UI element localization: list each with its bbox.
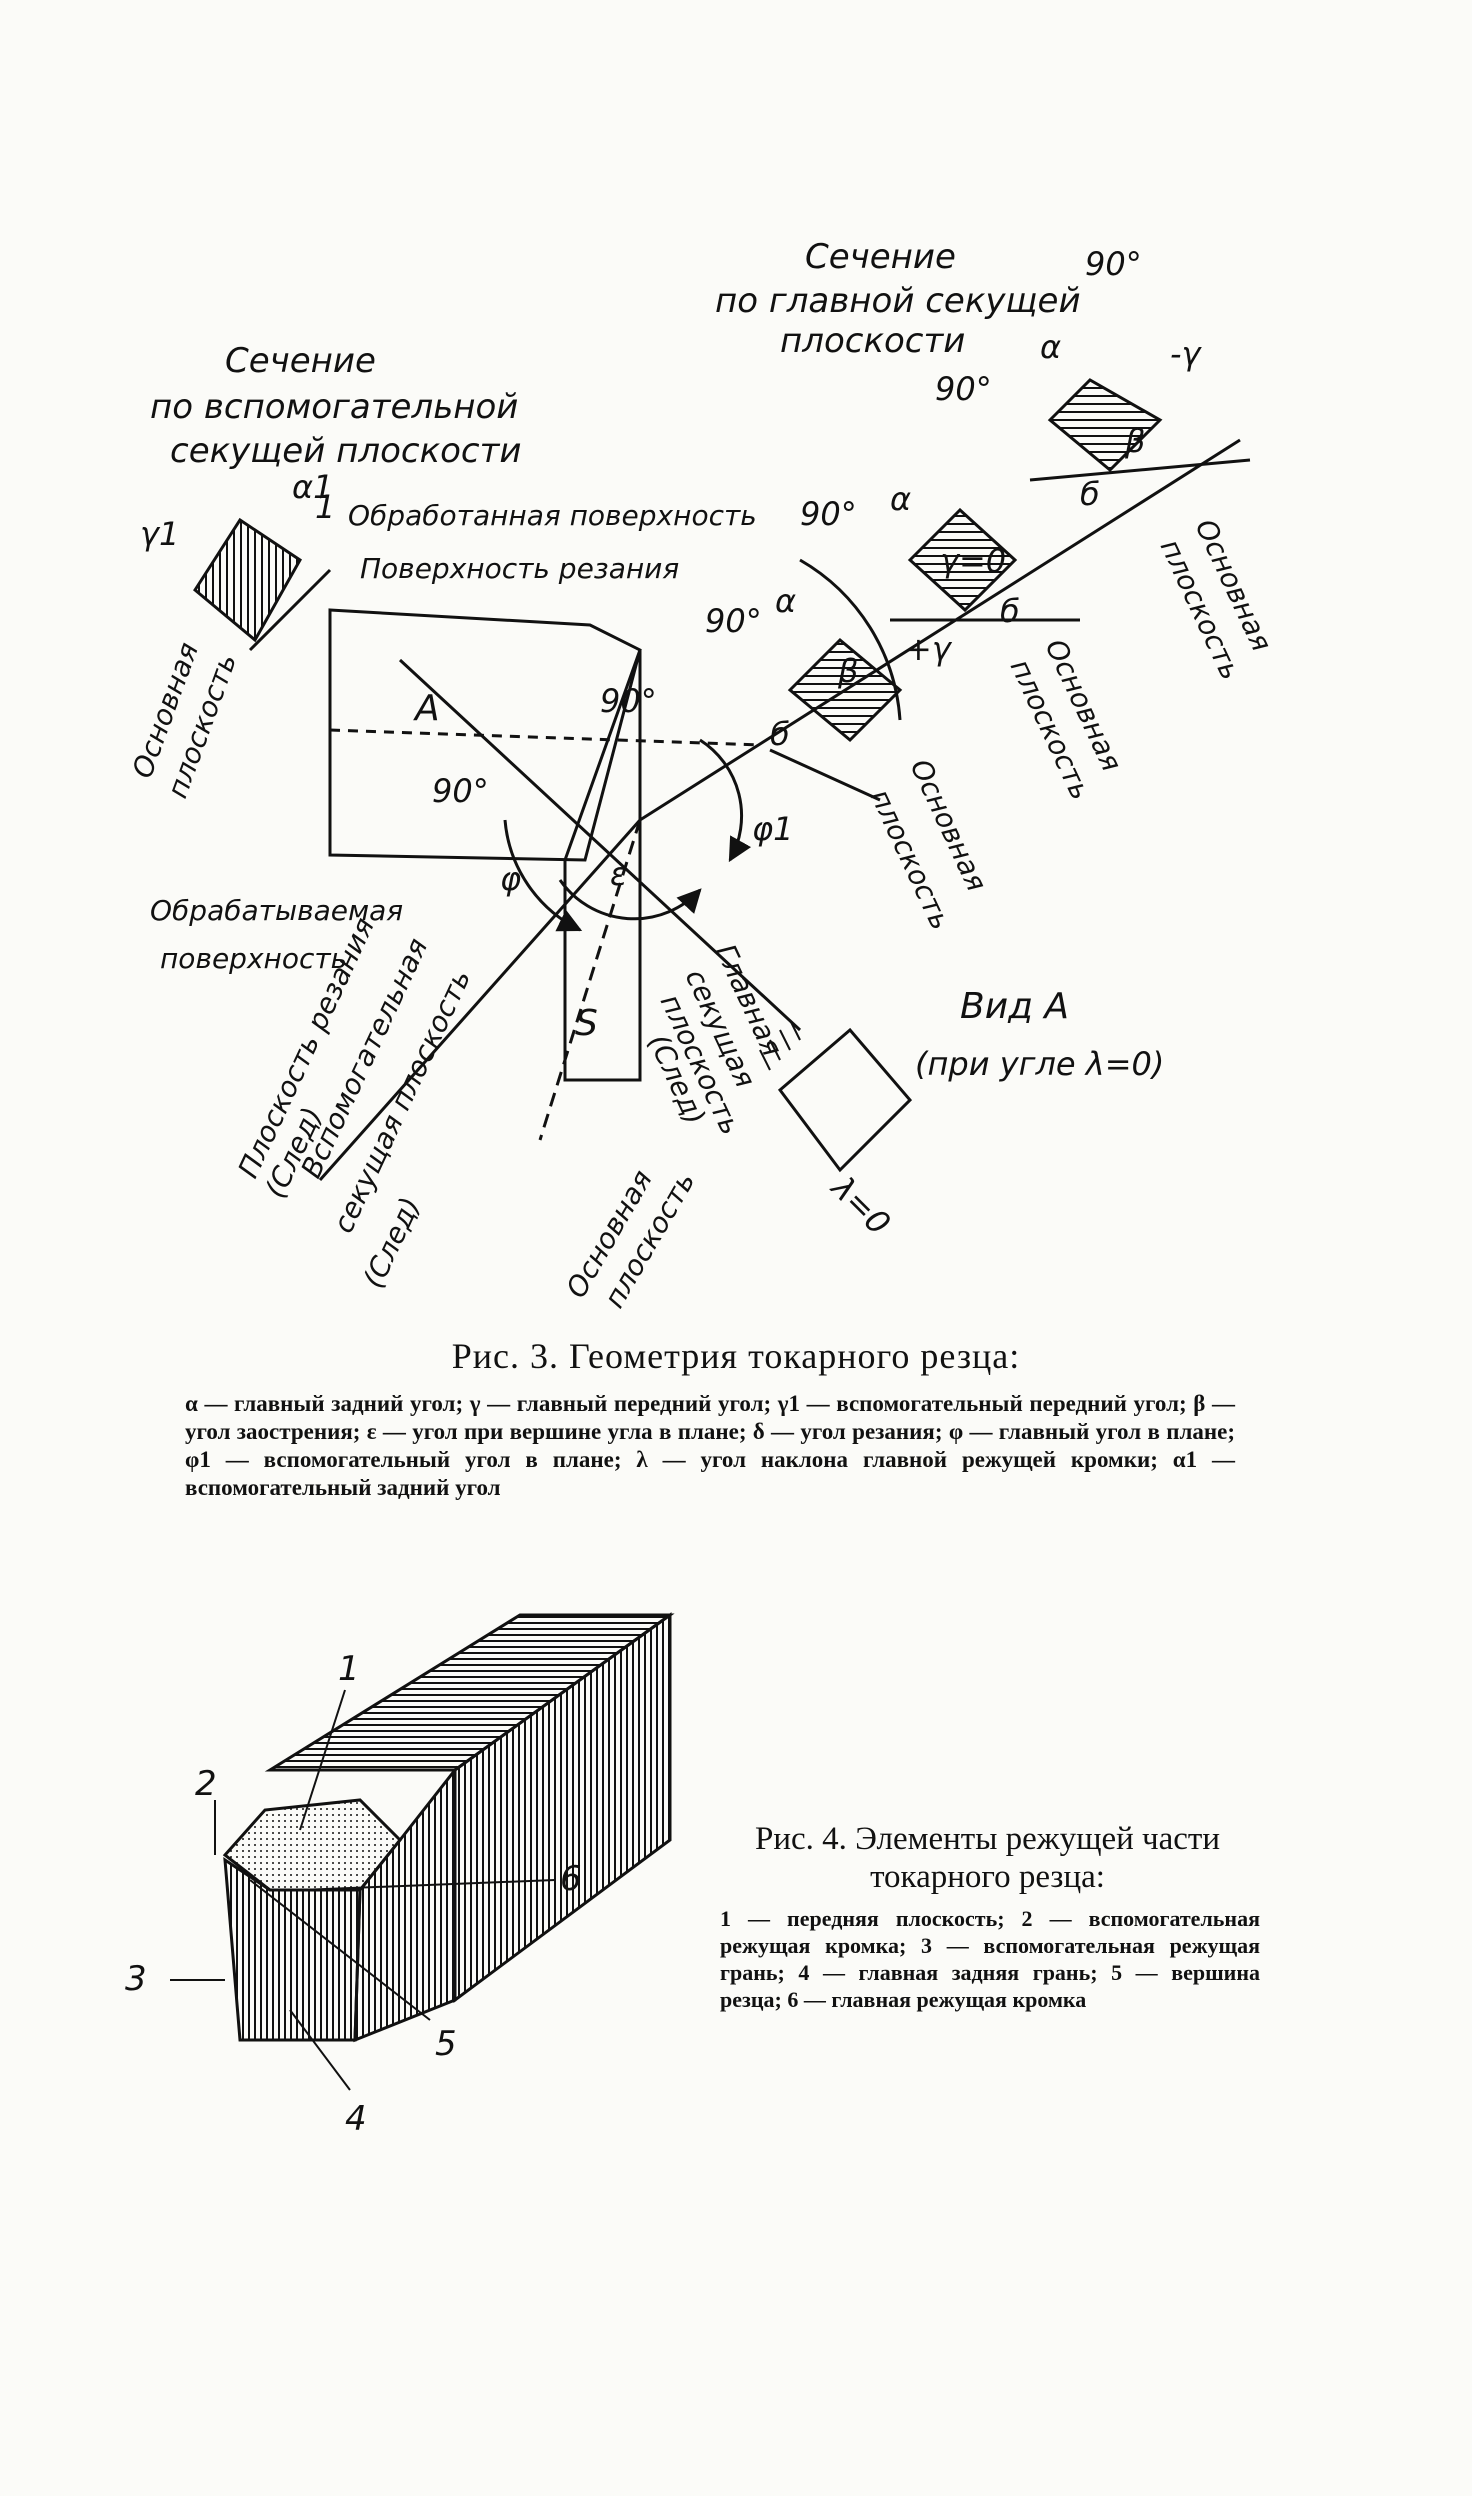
- label-alpha-r1: α: [1040, 328, 1061, 366]
- label-alpha1: α1: [292, 468, 333, 506]
- label-beta-r1: β: [1124, 422, 1145, 460]
- tool-body: [328, 608, 642, 862]
- aux-section-title-1: Сечение: [225, 341, 376, 381]
- figure-3-legend: α — главный задний угол; γ — главный пер…: [185, 1391, 1235, 1500]
- fig4-label-4: 4: [345, 2099, 367, 2139]
- label-machined-surface: Обработанная поверхность: [348, 499, 757, 532]
- label-delta-r2: б: [1000, 592, 1020, 630]
- label-s: S: [575, 1003, 598, 1044]
- figure-3-diagram: Сечение по вспомогательной секущей плоск…: [126, 237, 1279, 1314]
- main-section-zero-gamma: [890, 507, 1080, 622]
- main-secant-axis: [639, 438, 1241, 822]
- label-phi: φ: [500, 860, 521, 898]
- label-plus-gamma: +γ: [905, 630, 953, 668]
- tool-shank: [563, 649, 642, 1082]
- angle-90-r2: 90°: [800, 495, 857, 533]
- main-section-title-1: Сечение: [805, 237, 956, 277]
- main-section-title-3: плоскости: [780, 321, 965, 361]
- label-work-surface-1: Обрабатываемая: [150, 894, 403, 927]
- label-a: A: [413, 688, 440, 729]
- label-minus-gamma: -γ: [1170, 335, 1203, 373]
- label-view-a-2: (при угле λ=0): [915, 1045, 1164, 1083]
- label-alpha-r3: α: [775, 582, 796, 620]
- arc-phi1: [699, 738, 752, 863]
- leader-4: [289, 2009, 351, 2091]
- figure-4-title: Рис. 4. Элементы режущей части токарного…: [754, 1821, 1221, 1895]
- label-delta-r1: б: [1080, 475, 1100, 513]
- base-plane-hatching: [759, 1019, 801, 1071]
- main-secant-plane-trace: [398, 658, 802, 1032]
- arc-phi: [503, 819, 583, 932]
- fig4-label-6: 6: [560, 1859, 582, 1899]
- label-beta-r3: β: [837, 652, 858, 690]
- leader-6: [299, 1879, 556, 1891]
- main-section-positive-gamma: [769, 637, 903, 802]
- angle-90-top: 90°: [1085, 245, 1142, 283]
- label-view-a-1: Вид А: [960, 986, 1069, 1027]
- label-epsilon: ε: [610, 855, 627, 893]
- label-cutting-surface: Поверхность резания: [360, 552, 679, 585]
- label-num-1: 1: [315, 488, 335, 526]
- angle-90-tool: 90°: [600, 682, 657, 720]
- fig4-label-2: 2: [195, 1764, 217, 1804]
- label-gamma1: γ1: [140, 515, 179, 553]
- arc-epsilon: [558, 879, 702, 921]
- angle-90-left: 90°: [432, 772, 489, 810]
- aux-section-title-3: секущей плоскости: [170, 431, 522, 471]
- fig4-label-3: 3: [125, 1959, 147, 1999]
- view-a-box: [777, 1027, 913, 1173]
- angle-90-r1: 90°: [935, 370, 992, 408]
- label-phi1: φ1: [752, 810, 793, 848]
- cutting-plane-trace: [538, 819, 642, 1141]
- main-section-negative-gamma: [1029, 378, 1251, 482]
- figure-3-title: Рис. 3. Геометрия токарного резца:: [451, 1336, 1021, 1376]
- figure-4-legend: 1 — передняя плоскость; 2 — вспомогатель…: [720, 1906, 1260, 2012]
- fig4-label-5: 5: [435, 2024, 457, 2064]
- side-flank: [353, 1765, 457, 2043]
- label-alpha-r2: α: [890, 480, 911, 518]
- leader-1: [299, 1689, 346, 1831]
- angle-90-r3: 90°: [705, 602, 762, 640]
- label-work-surface-2: поверхность: [160, 942, 347, 975]
- aux-section-title-2: по вспомогательной: [150, 387, 518, 427]
- leader-5: [249, 1879, 431, 2021]
- label-gamma-zero: γ=0: [940, 542, 1006, 580]
- fig4-label-1: 1: [338, 1649, 360, 1689]
- main-section-title-2: по главной секущей: [715, 281, 1081, 321]
- label-delta-r3: б: [770, 715, 790, 753]
- aux-section-diagram: [193, 517, 332, 652]
- aux-secant-plane-trace: [318, 819, 642, 1181]
